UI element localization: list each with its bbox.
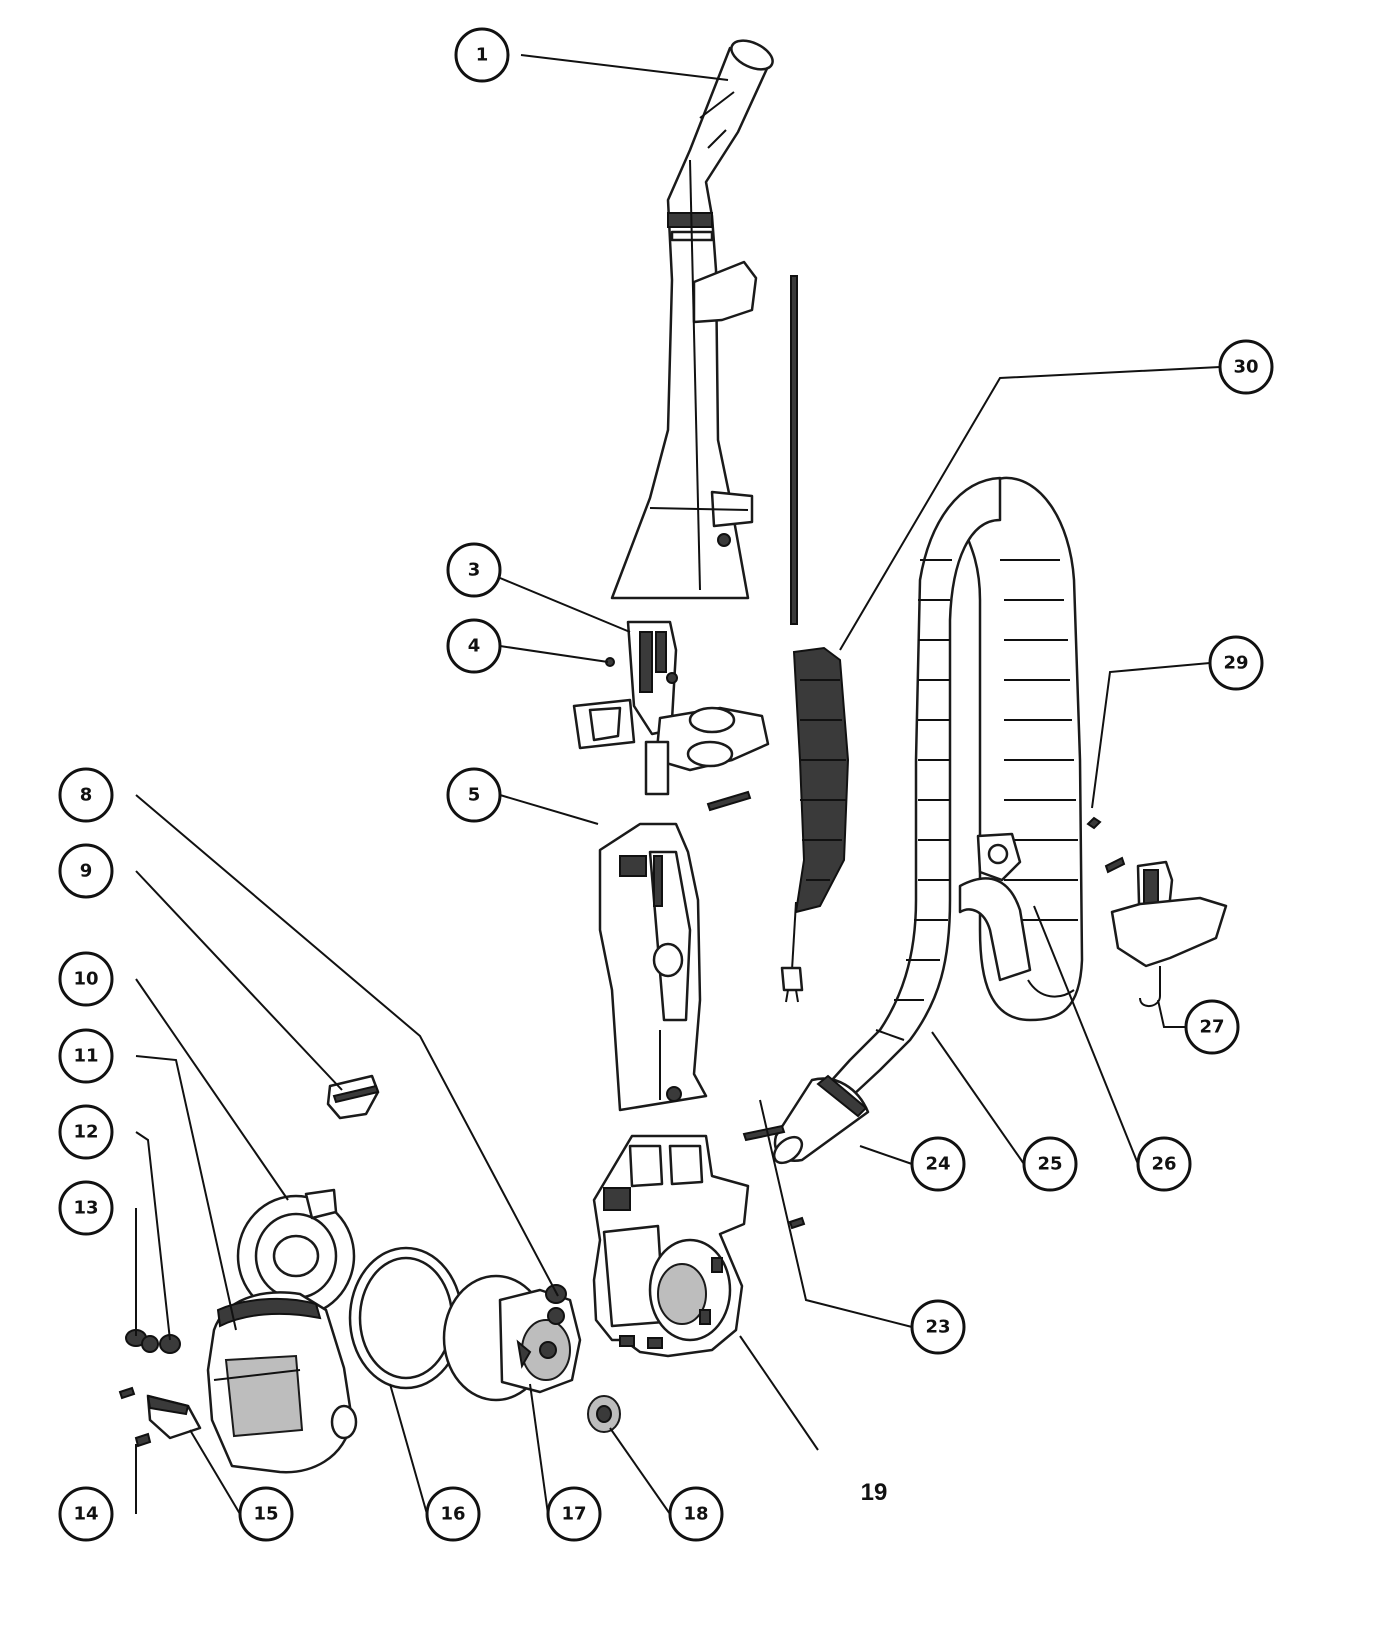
callout-11: 11 (58, 1028, 114, 1084)
callout-5: 5 (446, 767, 502, 823)
callout-9: 9 (58, 843, 114, 899)
part-hose (772, 476, 1084, 1165)
callout-number: 13 (73, 1198, 98, 1219)
part-gasket-ring (348, 1246, 464, 1390)
callout-1: 1 (454, 27, 510, 83)
part-handle (610, 39, 774, 600)
callout-4: 4 (446, 618, 502, 674)
part-motor (442, 1274, 582, 1402)
callout-number: 11 (73, 1046, 98, 1067)
part-cord-bar (790, 275, 798, 625)
callout-number: 9 (80, 861, 93, 882)
callout-16: 16 (425, 1486, 481, 1542)
callout-number: 16 (440, 1504, 465, 1525)
part-power-cord (780, 646, 850, 1003)
callout-number: 8 (80, 785, 93, 806)
part-handle-release (572, 620, 770, 812)
label-19: 19 (861, 1479, 888, 1506)
callout-25: 25 (1022, 1136, 1078, 1192)
callout-number: 29 (1223, 653, 1248, 674)
callout-3: 3 (446, 542, 502, 598)
callout-number: 14 (73, 1504, 98, 1525)
callout-number: 1 (476, 45, 489, 66)
callout-number: 10 (73, 969, 98, 990)
part-body-housing (598, 822, 708, 1112)
callout-number: 12 (73, 1122, 98, 1143)
callout-27: 27 (1184, 999, 1240, 1055)
callout-number: 23 (925, 1317, 950, 1338)
callout-number: 5 (468, 785, 481, 806)
part-hose-hook (1086, 816, 1228, 1007)
part-release-button (146, 1394, 202, 1440)
part-dirt-cup (206, 1291, 358, 1474)
callout-number: 26 (1151, 1154, 1176, 1175)
callout-18: 18 (668, 1486, 724, 1542)
callout-10: 10 (58, 951, 114, 1007)
leader-lines (135, 54, 1221, 1515)
part-small-fasteners (118, 1329, 181, 1448)
callout-number: 30 (1233, 357, 1258, 378)
callout-12: 12 (58, 1104, 114, 1160)
callout-8: 8 (58, 767, 114, 823)
callout-15: 15 (238, 1486, 294, 1542)
callout-23: 23 (910, 1299, 966, 1355)
callout-number: 24 (925, 1154, 950, 1175)
callout-13: 13 (58, 1180, 114, 1236)
part-filter-lid (236, 1188, 356, 1318)
callout-number: 3 (468, 560, 481, 581)
part-latch (326, 1074, 380, 1120)
callout-number: 25 (1037, 1154, 1062, 1175)
part-bearing (587, 1395, 621, 1433)
callout-number: 27 (1199, 1017, 1224, 1038)
callout-17: 17 (546, 1486, 602, 1542)
callout-24: 24 (910, 1136, 966, 1192)
callout-26: 26 (1136, 1136, 1192, 1192)
callout-30: 30 (1218, 339, 1274, 395)
callout-number: 15 (253, 1504, 278, 1525)
callout-number: 17 (561, 1504, 586, 1525)
callout-number: 4 (468, 636, 481, 657)
callout-29: 29 (1208, 635, 1264, 691)
callout-14: 14 (58, 1486, 114, 1542)
callout-number: 18 (683, 1504, 708, 1525)
part-motor-housing (592, 1124, 806, 1358)
